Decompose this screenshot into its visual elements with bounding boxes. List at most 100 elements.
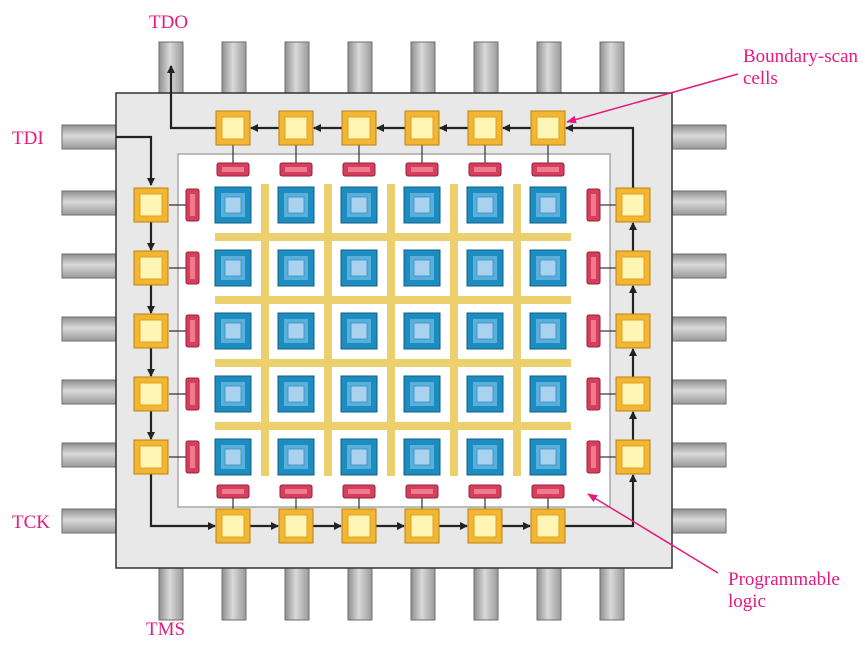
top-pin	[221, 41, 247, 95]
logic-block-core	[476, 322, 494, 340]
bottom-pin	[536, 567, 562, 621]
left-scan-cell-inner	[139, 193, 163, 217]
interconnect-horizontal	[215, 422, 571, 430]
logic-block-core	[350, 259, 368, 277]
logic-block-core	[413, 448, 431, 466]
top-scan-cell-inner	[536, 116, 560, 140]
programmable-logic-label-line2: logic	[728, 591, 766, 612]
left-pin	[61, 124, 118, 150]
logic-block-core	[413, 322, 431, 340]
tdo-label: TDO	[149, 12, 189, 33]
bottom-io-buffer-highlight	[474, 489, 496, 494]
bottom-pin	[410, 567, 436, 621]
left-io-buffer-highlight	[190, 320, 195, 342]
right-io-buffer-highlight	[591, 383, 596, 405]
programmable-logic-label: Programmable logic	[728, 569, 840, 613]
logic-block-core	[224, 322, 242, 340]
bottom-scan-cell-inner	[410, 514, 434, 538]
top-io-buffer-highlight	[222, 167, 244, 172]
logic-block-core	[224, 259, 242, 277]
right-to-top-path	[565, 124, 635, 188]
logic-block-core	[413, 196, 431, 214]
right-pin	[670, 253, 727, 279]
top-pin	[599, 41, 625, 95]
logic-block-core	[287, 385, 305, 403]
right-scan-cell-inner	[621, 382, 645, 406]
tdi-label: TDI	[12, 128, 44, 149]
boundary-scan-cells-label: Boundary-scan cells	[743, 46, 858, 90]
left-io-buffer-highlight	[190, 194, 195, 216]
top-scan-cell-inner	[473, 116, 497, 140]
right-io-buffer-highlight	[591, 320, 596, 342]
bottom-pin	[473, 567, 499, 621]
top-scan-cell-inner	[284, 116, 308, 140]
bottom-io-buffer-highlight	[537, 489, 559, 494]
top-scan-cell-inner	[410, 116, 434, 140]
logic-block-core	[539, 385, 557, 403]
right-pin	[670, 379, 727, 405]
bottom-scan-cell-inner	[473, 514, 497, 538]
bottom-io-buffer-highlight	[285, 489, 307, 494]
bottom-scan-cell-inner	[347, 514, 371, 538]
left-pin	[61, 190, 118, 216]
left-pin	[61, 253, 118, 279]
callout-arrows	[566, 73, 739, 574]
logic-block-core	[413, 259, 431, 277]
left-pin	[61, 316, 118, 342]
logic-blocks	[214, 186, 567, 476]
top-io-buffer-highlight	[474, 167, 496, 172]
right-scan-cell-inner	[621, 319, 645, 343]
tms-label: TMS	[146, 619, 186, 640]
boundary-scan-label-line1: Boundary-scan	[743, 46, 859, 67]
logic-block-core	[476, 448, 494, 466]
interconnect-vertical	[261, 184, 269, 476]
logic-block-core	[224, 385, 242, 403]
bottom-pin	[221, 567, 247, 621]
right-scan-cell-inner	[621, 193, 645, 217]
left-pin	[61, 379, 118, 405]
logic-block-core	[350, 448, 368, 466]
right-io-buffer-highlight	[591, 257, 596, 279]
logic-block-core	[476, 259, 494, 277]
right-pin	[670, 508, 727, 534]
top-io-buffer-highlight	[348, 167, 370, 172]
bottom-scan-cell-inner	[536, 514, 560, 538]
logic-block-core	[287, 196, 305, 214]
left-pin	[61, 442, 118, 468]
tck-label: TCK	[12, 512, 50, 533]
logic-block-core	[476, 385, 494, 403]
top-pin	[284, 41, 310, 95]
logic-block-core	[350, 385, 368, 403]
left-scan-cell-inner	[139, 445, 163, 469]
right-io-buffer-highlight	[591, 194, 596, 216]
bottom-pin	[599, 567, 625, 621]
right-scan-cell-inner	[621, 445, 645, 469]
programmable-logic-callout-arrow	[587, 493, 719, 574]
right-pin	[670, 190, 727, 216]
interconnect-horizontal	[215, 296, 571, 304]
bottom-pin	[158, 567, 184, 621]
top-pin	[536, 41, 562, 95]
bottom-io-buffer-highlight	[411, 489, 433, 494]
interconnect-horizontal	[215, 359, 571, 367]
logic-block-core	[350, 196, 368, 214]
tdo-exit-path	[167, 65, 216, 130]
bottom-pin	[284, 567, 310, 621]
boundary-scan-callout-arrow	[566, 73, 739, 124]
io-buffers	[185, 162, 601, 499]
left-io-buffer-highlight	[190, 446, 195, 468]
right-scan-cell-inner	[621, 256, 645, 280]
boundary-scan-cells	[133, 110, 651, 544]
logic-block-core	[224, 448, 242, 466]
programmable-logic-label-line1: Programmable	[728, 569, 840, 590]
top-pin	[347, 41, 373, 95]
top-scan-cell-inner	[347, 116, 371, 140]
tdi-entry-path	[116, 135, 155, 186]
logic-block-core	[287, 259, 305, 277]
logic-block-core	[287, 448, 305, 466]
right-pin	[670, 316, 727, 342]
logic-block-core	[350, 322, 368, 340]
right-pin	[670, 124, 727, 150]
left-scan-cell-inner	[139, 382, 163, 406]
